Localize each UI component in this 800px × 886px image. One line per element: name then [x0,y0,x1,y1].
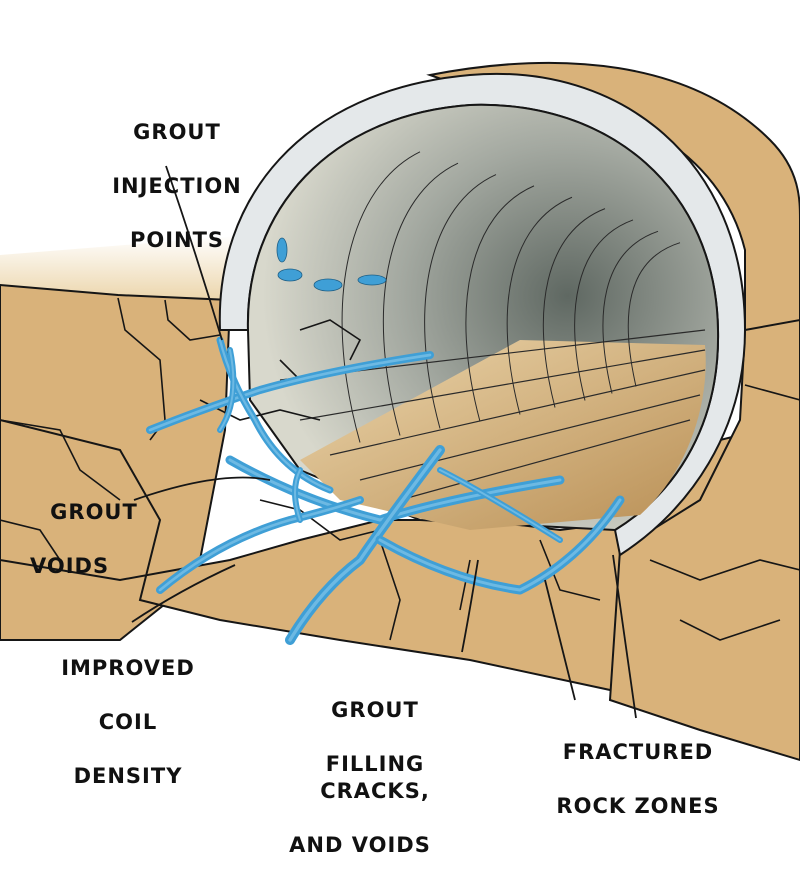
crack [744,384,800,401]
label-grout-filling-cracks: GROUT FILLING CRACKS, AND VOIDS [270,670,480,886]
label-improved-coil-density: IMPROVED COIL DENSITY [48,628,208,817]
crack [649,559,800,581]
floor-joint [329,369,706,456]
label-line: AND VOIDS [289,833,431,857]
leader-grout-injection-points [165,165,223,341]
ring-joint [627,242,681,387]
grout-blob [277,268,303,282]
crack [0,519,61,561]
grout-blob [276,237,288,263]
label-grout-voids: GROUT VOIDS [30,472,140,607]
crack [259,499,381,541]
grout-injection-blobs [276,237,387,292]
grout-vein-highlight [148,353,432,432]
tunnel-grouting-illustration [0,61,800,762]
grout-vein-highlight [228,458,562,522]
grout-vein-highlight [219,349,235,431]
crack [459,559,471,611]
ring-joint [341,151,421,443]
label-line: ROCK ZONES [556,794,720,818]
rock-mass-bottom [0,418,800,732]
crack [539,539,601,601]
label-line: POINTS [129,228,225,252]
crack [0,419,121,501]
crack [164,299,221,341]
ground-surface [0,235,250,300]
crack [379,539,401,641]
floor-joint [399,419,691,501]
grout-vein-highlight [294,469,301,521]
ring-joint [506,196,573,415]
leader-grout-voids [133,476,271,501]
grout-vein-highlight [288,448,442,642]
grout-blob [357,274,387,286]
ring-joint [382,162,459,436]
label-line: GROUT [331,698,419,722]
leader-fractured-rock-zone-1 [544,579,576,701]
grout-veins [146,336,625,645]
label-line: VOIDS [30,554,110,578]
ring-joint [574,219,634,401]
leader-improved-coil-density [131,564,236,623]
lining-ring-joints [341,151,681,443]
label-fractured-rock-zones: FRACTURED ROCK ZONES [548,712,728,847]
grout-vein-highlight [158,498,362,592]
grout-vein-highlight [218,338,332,492]
leader-lines [131,165,637,719]
grout-blob [313,278,343,292]
rock-right-block [608,318,800,762]
grout-vein-highlight [439,469,561,541]
ring-joint [542,208,606,408]
ring-joint [602,230,659,394]
floor-joint [359,394,701,481]
leader-grout-filling-cracks [461,559,479,653]
label-line: FRACTURED [562,740,714,764]
ring-joint [424,174,497,429]
label-grout-injection-points: GROUT INJECTION POINTS [102,92,252,281]
crack [299,319,362,361]
label-line: FILLING CRACKS, [320,752,430,803]
label-line: INJECTION [112,174,242,198]
label-line: COIL [98,710,158,734]
crack [199,399,321,421]
grout-vein-highlight [378,498,622,592]
leader-fractured-rock-zone-2 [612,554,637,719]
label-line: GROUT [133,120,221,144]
crack [679,619,781,641]
ring-joint [465,185,535,422]
label-line: IMPROVED [61,656,195,680]
tunnel-floor [300,340,706,530]
label-line: GROUT [50,500,138,524]
label-line: DENSITY [73,764,183,788]
floor-joint [299,349,706,421]
